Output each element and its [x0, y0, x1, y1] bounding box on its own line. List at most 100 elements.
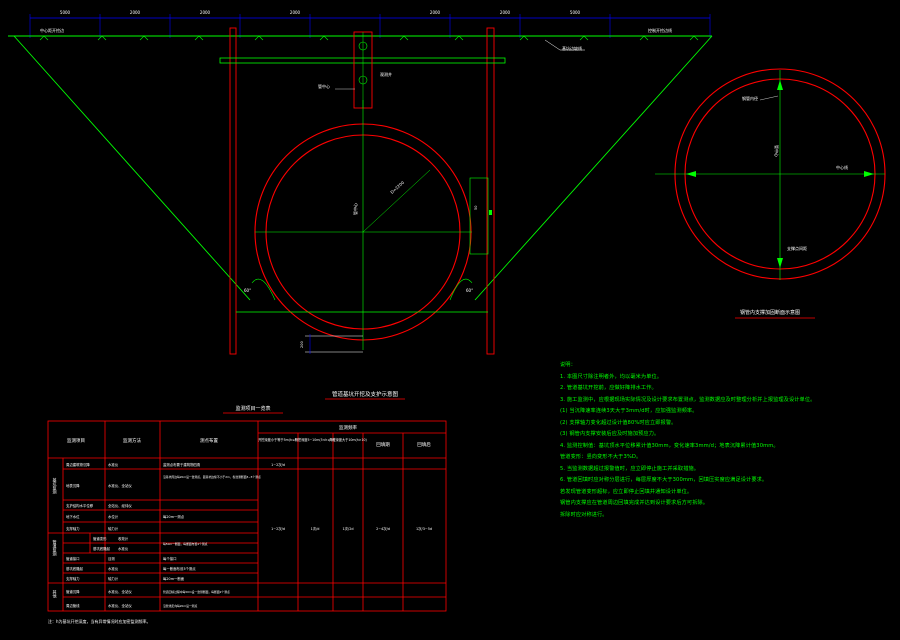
- note-line: 若发现管道变形超标，应立即停止回填并通知设计单位。: [560, 488, 693, 495]
- svg-text:每一断面布设3个测点: 每一断面布设3个测点: [163, 566, 196, 571]
- svg-text:水准仪、全站仪: 水准仪、全站仪: [108, 589, 132, 594]
- detail-label-right: 中心线: [836, 164, 848, 170]
- well-label: 观测井: [380, 71, 392, 77]
- svg-text:水准仪、全站仪: 水准仪、全站仪: [108, 603, 132, 608]
- table-title: 监测项目一览表: [235, 405, 270, 412]
- pipe-diameter-label: D=2200: [389, 180, 405, 195]
- col-header-7: 回填后: [417, 441, 431, 448]
- svg-text:目测: 目测: [108, 556, 115, 561]
- pipe-vertical-label: 管中心: [352, 203, 358, 215]
- table-row-points: 监测点布置于建筑物四角: [163, 462, 200, 467]
- svg-text:沿管线走向每20m设一测点: 沿管线走向每20m设一测点: [163, 604, 197, 608]
- svg-text:沿基坑周边每20m设一监测点，距基坑边缘不小于2m，各监测断: 沿基坑周边每20m设一监测点，距基坑边缘不小于2m，各监测断面3~5个测点: [163, 475, 261, 479]
- table-header-top: 监测频率: [339, 424, 357, 431]
- col-header-1: 监测方法: [123, 437, 141, 444]
- note-line: 拆除时应对称进行。: [560, 511, 608, 518]
- top-dim-6: 5000: [570, 10, 581, 15]
- notes-title: 说明：: [560, 362, 576, 368]
- note-line: 1. 本图尺寸除注明者外，均以毫米为单位。: [560, 373, 663, 380]
- svg-text:管中心: 管中心: [774, 145, 780, 157]
- angle-left: 60°: [244, 288, 251, 293]
- note-line: 5. 当监测数据超过报警值时，应立即停止施工并采取措施。: [560, 465, 700, 472]
- note-line: 4. 监测控制值：基坑顶水平位移累计值30mm，变化速率3mm/d；地表沉降累计…: [560, 442, 779, 449]
- col-header-4: 开挖深度5~10m(5<h≤10): [295, 437, 336, 442]
- svg-text:地下水位: 地下水位: [66, 514, 80, 519]
- freq-2: 1次/2d: [343, 526, 354, 531]
- svg-text:管道回填过程中每50m设一监测断面，每断面2个测点: 管道回填过程中每50m设一监测断面，每断面2个测点: [163, 590, 230, 594]
- svg-text:全站仪、经纬仪: 全站仪、经纬仪: [108, 503, 132, 508]
- pipe-center-label: 管中心: [318, 83, 330, 89]
- group-label-1: 管道监测: [53, 539, 58, 557]
- svg-text:轴力计: 轴力计: [108, 576, 119, 581]
- slope-label: 基坑边坡线: [562, 45, 582, 51]
- svg-text:地表沉降: 地表沉降: [66, 483, 80, 488]
- section-title: 管道基坑开挖及支护示意图: [332, 390, 399, 398]
- svg-text:1~2次/d: 1~2次/d: [271, 526, 285, 531]
- top-strut: [219, 57, 506, 64]
- table-row-method: 水准仪: [108, 462, 119, 467]
- table-row-item: 周边建筑物沉降: [66, 462, 90, 467]
- top-dimension-chain: 5000 2000 2000 2000 2000 2000 5000: [29, 10, 711, 38]
- note-line: (1) 当沉降速率连续3天大于3mm/d时，应加强监测频率。: [560, 408, 698, 414]
- notes-block: 说明： 1. 本图尺寸除注明者外，均以毫米为单位。 2. 管道基坑开挖前，应做好…: [560, 360, 890, 521]
- svg-text:基坑底隆起: 基坑底隆起: [66, 566, 84, 571]
- top-dim-2: 2000: [200, 10, 211, 15]
- svg-text:每20m一断面: 每20m一断面: [163, 576, 185, 581]
- top-dim-4: 2000: [430, 10, 441, 15]
- left-sheet-pile: [229, 27, 237, 355]
- freq-0: 1~2次/d: [271, 462, 285, 467]
- svg-text:每50m一断面，每断面布置4个测点: 每50m一断面，每断面布置4个测点: [163, 542, 208, 546]
- note-line: 6. 管道回填时应对称分层进行，每层厚度不大于300mm，回填压实度应满足设计要…: [560, 477, 768, 483]
- svg-text:每20m一测点: 每20m一测点: [163, 514, 185, 519]
- right-sheet-pile: [486, 27, 495, 355]
- note-line: 钢管内支撑应在管道周边回填完成并达到设计要求后方可拆除。: [560, 500, 709, 506]
- svg-text:水位计: 水位计: [108, 514, 119, 519]
- right-slope-line: [474, 35, 713, 301]
- note-line: (3) 钢管内支撑安装后应及时施加预应力。: [560, 431, 660, 437]
- svg-text:收敛计: 收敛计: [118, 536, 129, 541]
- svg-text:水准仪: 水准仪: [118, 546, 129, 551]
- left-label: 中心距开挖边: [40, 27, 64, 33]
- detail-circle: 钢管内径 中心线 支撑点间距 管中心 钢管内支撑加固断面示意图: [655, 68, 886, 319]
- top-dim-3: 2000: [290, 10, 301, 15]
- svg-text:支撑轴力: 支撑轴力: [66, 576, 80, 581]
- svg-text:支撑轴力: 支撑轴力: [66, 526, 80, 531]
- detail-title: 钢管内支撑加固断面示意图: [740, 309, 800, 316]
- top-dim-0: 5000: [60, 10, 71, 15]
- col-header-2: 测点布置: [200, 437, 218, 444]
- svg-text:200: 200: [300, 341, 304, 348]
- svg-text:水准仪: 水准仪: [108, 566, 119, 571]
- freq-3: 2~4次/d: [376, 526, 390, 531]
- detail-label-bottom: 支撑点间距: [787, 245, 807, 251]
- col-header-3: 开挖深度小于等于5m(h≤5): [258, 437, 298, 442]
- col-header-0: 监测项目: [67, 437, 85, 444]
- svg-text:轴力计: 轴力计: [108, 526, 119, 531]
- svg-text:每个接口: 每个接口: [163, 556, 177, 561]
- svg-text:50: 50: [474, 206, 478, 210]
- group-label-2: 其他: [53, 590, 58, 599]
- detail-label-top: 钢管内径: [742, 95, 758, 101]
- group-label-0: 基坑监测: [53, 477, 58, 495]
- right-side-dimension: [469, 177, 489, 255]
- table-footnote: 注：h为基坑开挖深度，当有异常情况时应加密监测频率。: [48, 618, 151, 624]
- angle-right: 60°: [466, 288, 473, 293]
- svg-text:管道接口: 管道接口: [66, 556, 80, 561]
- note-line: (2) 支撑轴力变化超过设计值80%时应立即报警。: [560, 419, 677, 426]
- note-line: 2. 管道基坑开挖前，应做好降排水工作。: [560, 385, 657, 391]
- table-rows: 周边建筑物沉降 水准仪 监测点布置于建筑物四角 地表沉降 水准仪、全站仪 沿基坑…: [66, 462, 432, 608]
- note-line: 3. 施工监测中，应根据现场实际情况及设计要求布置测点，监测数据应及时整理分析并…: [560, 396, 816, 403]
- left-slope-line: [13, 35, 251, 301]
- col-header-6: 回填期: [376, 441, 390, 448]
- right-label: 控制开挖边线: [648, 27, 672, 33]
- monitoring-table: [47, 420, 447, 612]
- svg-text:支护结构水平位移: 支护结构水平位移: [66, 503, 94, 508]
- top-dim-1: 2000: [130, 10, 141, 15]
- ground-hatch: [39, 35, 699, 41]
- svg-text:管道沉降: 管道沉降: [66, 589, 80, 594]
- top-dim-5: 2000: [500, 10, 511, 15]
- freq-4: 1次/3~5d: [416, 526, 432, 531]
- freq-1: 1次/d: [311, 526, 320, 531]
- col-header-5: 开挖深度大于10m(h>10): [329, 437, 367, 442]
- svg-text:水准仪、全站仪: 水准仪、全站仪: [108, 483, 132, 488]
